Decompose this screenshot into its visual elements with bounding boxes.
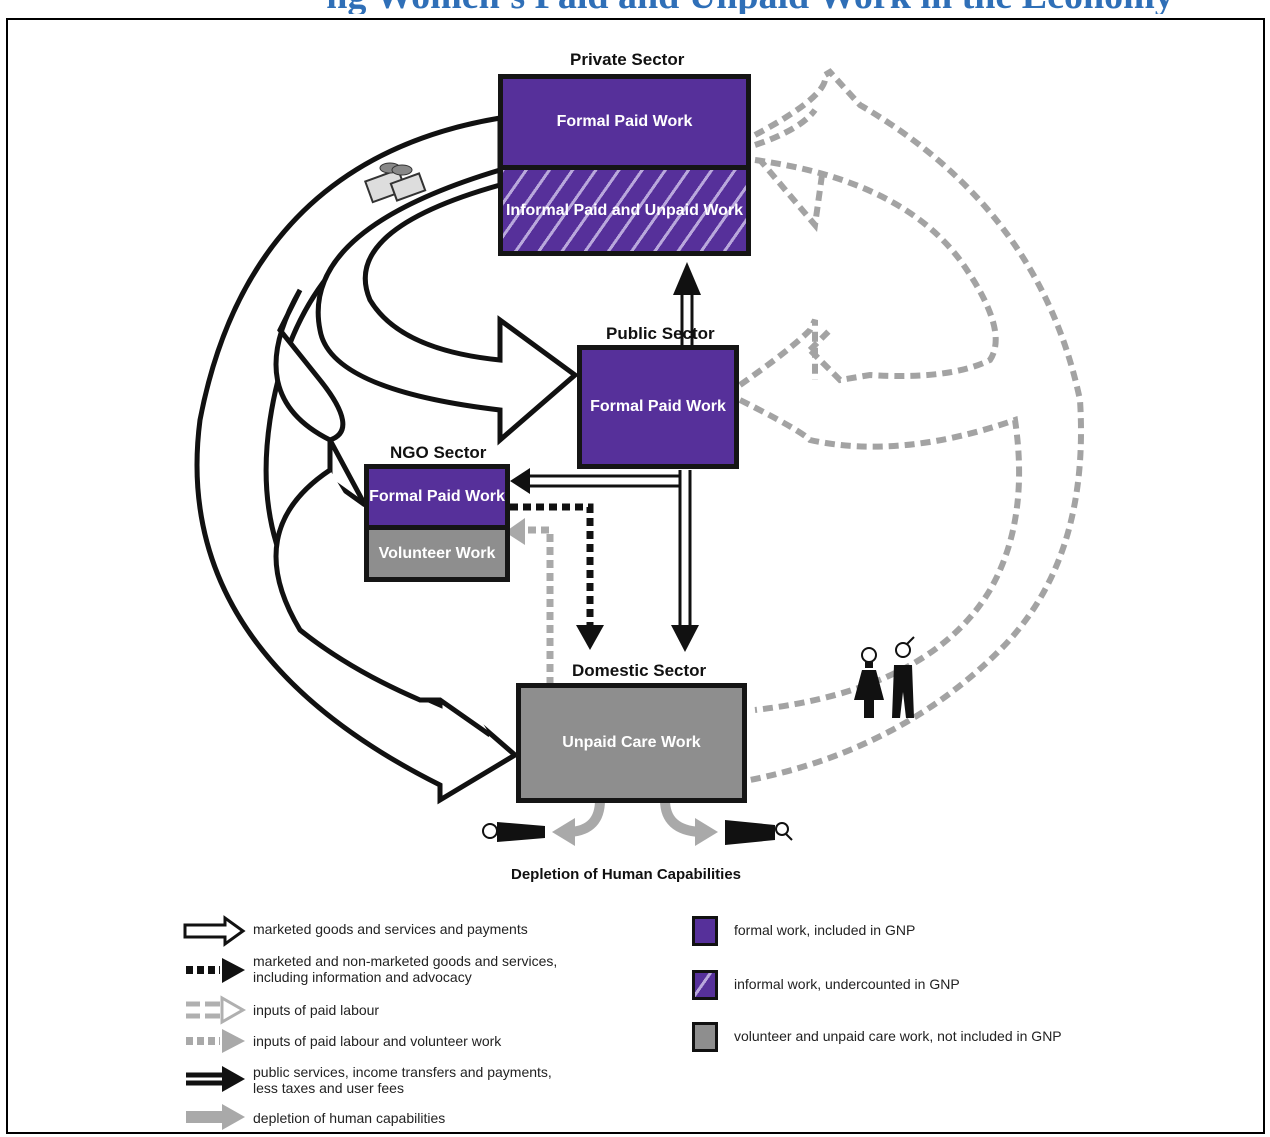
depletion-arrows — [569, 799, 701, 837]
legend-arrow-solid-grey — [186, 1104, 245, 1130]
ngo-sector-box: Formal Paid Work Volunteer Work — [364, 464, 510, 582]
legend-arrow-dotted-black — [186, 958, 245, 983]
money-icon — [363, 162, 427, 204]
male-symbol-icon — [725, 820, 793, 845]
private-informal-work: Informal Paid and Unpaid Work — [503, 170, 746, 251]
private-sector-title: Private Sector — [570, 50, 685, 69]
public-sector-title: Public Sector — [606, 324, 715, 343]
ngo-formal-work: Formal Paid Work — [369, 469, 505, 530]
ngo-sector-title: NGO Sector — [390, 443, 487, 462]
public-sector-box: Formal Paid Work — [577, 345, 739, 469]
legend-label-public-services: public services, income transfers and pa… — [253, 1064, 552, 1096]
woman-icon — [854, 647, 884, 718]
legend-label-non-marketed: marketed and non-marketed goods and serv… — [253, 953, 558, 985]
page-title: ng Women's Paid and Unpaid Work in the E… — [300, 0, 1200, 14]
volunteer-arrow — [525, 526, 554, 685]
ngo-volunteer-work: Volunteer Work — [369, 530, 505, 577]
legend-label-informal: informal work, undercounted in GNP — [734, 976, 960, 992]
legend-label-paid-volunteer: inputs of paid labour and volunteer work — [253, 1033, 502, 1049]
legend-label-paid-labour: inputs of paid labour — [253, 1002, 380, 1018]
legend-arrow-dashed-grey — [186, 995, 247, 1025]
advocacy-arrow — [510, 503, 594, 625]
legend-label-formal: formal work, included in GNP — [734, 922, 916, 938]
man-icon — [892, 636, 915, 718]
female-symbol-icon — [482, 822, 545, 842]
diagram-frame — [6, 18, 1265, 1134]
paid-labour-arrows — [738, 68, 1084, 783]
marketed-goods-arrows — [194, 115, 580, 805]
advocacy-arrowhead — [576, 625, 604, 650]
legend-swatch-formal — [692, 916, 718, 946]
private-sector-box: Formal Paid Work Informal Paid and Unpai… — [498, 74, 751, 256]
legend-label-unpaid: volunteer and unpaid care work, not incl… — [734, 1028, 1062, 1044]
public-services-arrows — [530, 295, 694, 625]
private-formal-work: Formal Paid Work — [503, 79, 746, 170]
depletion-label: Depletion of Human Capabilities — [511, 866, 742, 883]
legend-swatch-informal — [692, 970, 718, 1000]
public-formal-work: Formal Paid Work — [582, 350, 734, 464]
legend-swatch-unpaid — [692, 1022, 718, 1052]
legend-arrow-hollow-black — [183, 915, 246, 947]
domestic-sector-box: Unpaid Care Work — [516, 683, 747, 803]
legend-label-marketed: marketed goods and services and payments — [253, 921, 528, 937]
legend-arrow-double-black — [186, 1066, 245, 1092]
domestic-sector-title: Domestic Sector — [572, 661, 707, 680]
legend-arrow-dotted-grey — [186, 1029, 245, 1053]
domestic-unpaid-care-work: Unpaid Care Work — [521, 688, 742, 798]
legend-label-depletion: depletion of human capabilities — [253, 1110, 446, 1126]
volunteer-arrowhead — [505, 518, 525, 545]
